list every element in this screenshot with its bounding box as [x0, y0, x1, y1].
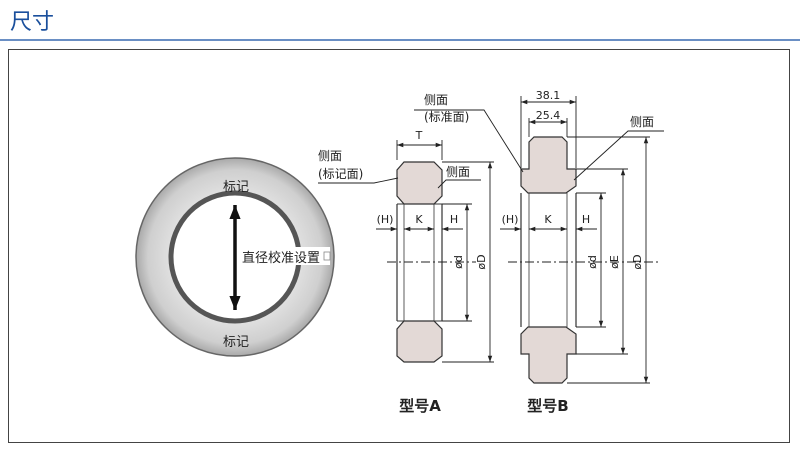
type-a-side-label-1: 侧面 [318, 149, 342, 163]
type-b-section-top [520, 136, 577, 194]
type-b-side-label-1: 侧面 [424, 93, 448, 107]
ring-gauge: 直径校准设置 标记 标记 [135, 157, 335, 357]
type-a-section-bottom [396, 320, 443, 363]
type-b-side-label-1b: (标准面) [424, 110, 469, 124]
drawing-frame [8, 49, 790, 443]
type-a-dim-k: K [415, 213, 423, 226]
type-b-dim-d-small: ød [586, 255, 599, 269]
type-a-dim-h: H [450, 213, 458, 226]
mark-top-label: 标记 [223, 180, 249, 195]
type-a-side-label-1b: (标记面) [318, 167, 363, 181]
type-b-caption: 型号B [527, 397, 568, 415]
type-a-section-top [396, 161, 443, 205]
type-b-dim-h-paren: (H) [502, 213, 519, 226]
calibration-label: 直径校准设置 [242, 250, 320, 266]
type-a-dim-h-paren: (H) [377, 213, 394, 226]
calibration-marker [323, 251, 331, 261]
type-b-section: 38.1 25.4 (H) K H ød øE øD 侧面 (标准面) 侧面 型… [414, 89, 664, 415]
type-a-dim-d-small: ød [452, 255, 465, 269]
title-divider [0, 39, 800, 41]
mark-bottom-label: 标记 [223, 335, 249, 350]
type-a-dim-t: T [415, 129, 423, 142]
type-a-section: T (H) K H ød øD 侧面 (标记面) 侧面 型号A [318, 129, 494, 415]
type-a-side-label-2: 侧面 [446, 165, 470, 179]
type-b-dim-inner: 25.4 [536, 109, 561, 122]
calibration-label-bg [240, 247, 330, 265]
type-b-dim-k: K [544, 213, 552, 226]
type-b-dim-d-large: øD [631, 254, 644, 269]
type-b-dim-top: 38.1 [536, 89, 561, 102]
type-b-side-label-2: 侧面 [630, 115, 654, 129]
type-a-dim-d-large: øD [475, 254, 488, 269]
type-b-section-bottom [520, 326, 577, 384]
page-title: 尺寸 [10, 10, 55, 35]
type-a-caption: 型号A [399, 397, 441, 415]
type-b-dim-h: H [582, 213, 590, 226]
type-b-dim-e: øE [608, 255, 621, 269]
